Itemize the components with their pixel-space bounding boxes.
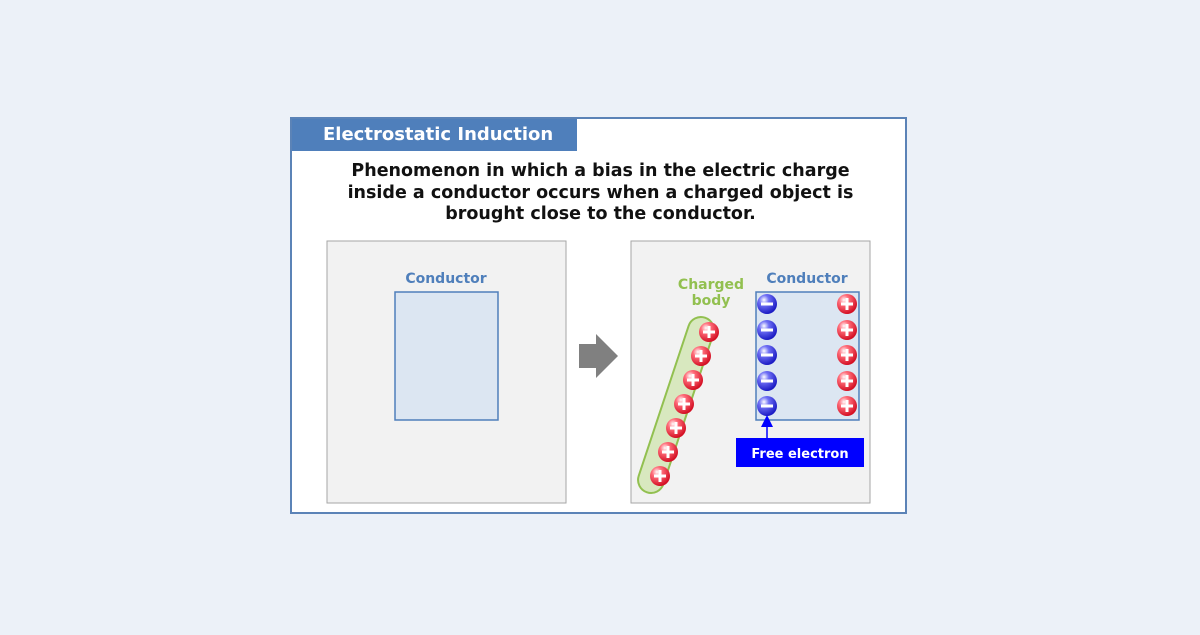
negative-charge-icon xyxy=(757,396,777,416)
definition-line: Phenomenon in which a bias in the electr… xyxy=(351,161,850,181)
before-conductor xyxy=(394,291,499,421)
positive-charge-icon xyxy=(691,346,711,366)
positive-charge-icon xyxy=(650,466,670,486)
definition-text: Phenomenon in which a bias in the electr… xyxy=(292,161,909,226)
positive-charge-icon xyxy=(837,345,857,365)
positive-charge-icon xyxy=(837,396,857,416)
positive-charge-icon xyxy=(683,370,703,390)
definition-line: brought close to the conductor. xyxy=(445,204,756,224)
free-electron-label: Free electron xyxy=(751,447,848,462)
card-title: Electrostatic Induction xyxy=(292,119,577,151)
definition-line: inside a conductor occurs when a charged… xyxy=(347,182,854,203)
negative-charge-icon xyxy=(757,294,777,314)
charged-body-label: Charged xyxy=(678,277,744,293)
charged-body-label: body xyxy=(692,293,731,309)
negative-charge-icon xyxy=(757,371,777,391)
positive-charge-icon xyxy=(837,371,857,391)
positive-charge-icon xyxy=(699,322,719,342)
negative-charge-icon xyxy=(757,345,777,365)
positive-charge-icon xyxy=(666,418,686,438)
before-conductor-label: Conductor xyxy=(405,271,486,287)
positive-charge-icon xyxy=(837,294,857,314)
transition-arrow xyxy=(579,334,618,378)
after-conductor-label: Conductor xyxy=(766,271,847,287)
free-electron-box xyxy=(736,438,864,467)
positive-charge-icon xyxy=(837,320,857,340)
positive-charge-icon xyxy=(658,442,678,462)
positive-charge-icon xyxy=(674,394,694,414)
negative-charge-icon xyxy=(757,320,777,340)
